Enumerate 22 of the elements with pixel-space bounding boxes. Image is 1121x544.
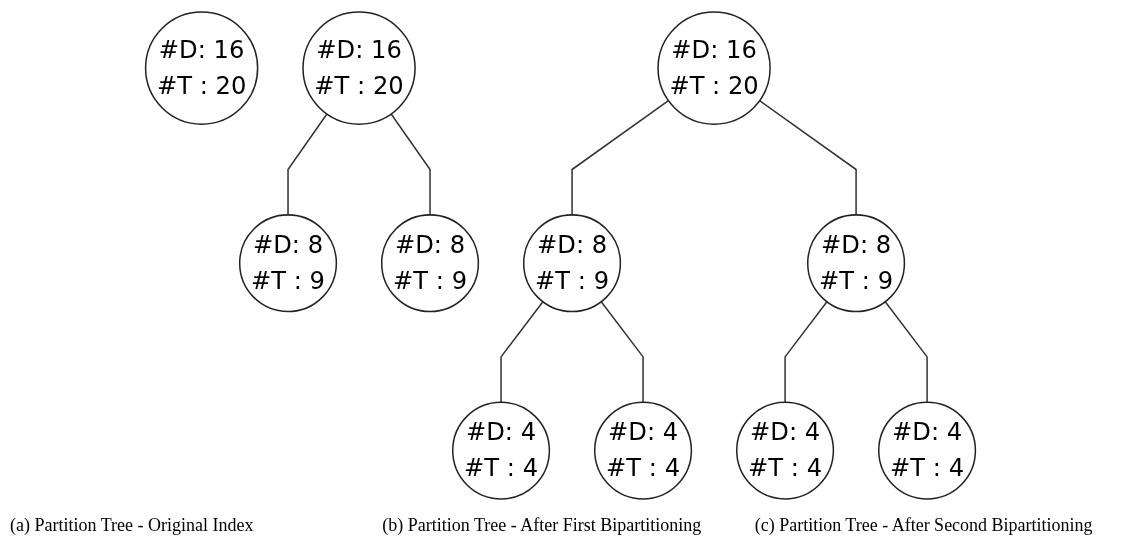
connector [600,300,644,403]
node-circle: #D: 4 #T : 4 [878,401,977,500]
node-circle: #D: 8 #T : 9 [238,214,338,313]
connector [390,113,431,216]
node-circle: #D: 16 #T : 20 [657,11,771,125]
caption: (b) Partition Tree - After First Bipartitioning [382,515,703,536]
caption: (a) Partition Tree - Original Index [10,515,255,536]
node-circle: #D: 4 #T : 4 [451,401,551,500]
node-circle: #D: 16 #T : 20 [302,11,416,125]
node-circle: #D: 16 #T : 20 [144,11,259,125]
node-circle: #D: 4 #T : 4 [593,401,693,500]
node-circle: #D: 8 #T : 9 [807,214,906,313]
connector [784,300,828,403]
connector [287,113,328,216]
node-circle: #D: 4 #T : 4 [736,401,835,500]
node-circle: #D: 8 #T : 9 [522,214,622,313]
caption: (c) Partition Tree - After Second Bipartitioning [754,515,1094,536]
connector [500,300,544,403]
connector [758,99,857,216]
connector [884,300,928,403]
node-circle: #D: 8 #T : 9 [380,214,480,313]
connector [571,99,670,216]
